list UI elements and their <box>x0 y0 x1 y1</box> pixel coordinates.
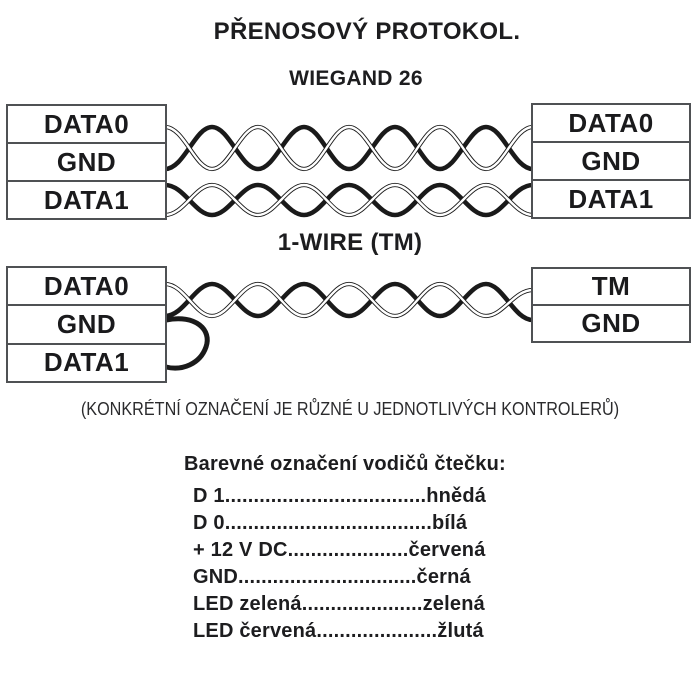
pin-label: GND <box>533 304 689 341</box>
one-wire-left-connector: DATA0 GND DATA1 <box>6 266 167 383</box>
legend-line-12v: + 12 V DC.....................červená <box>193 539 486 561</box>
pin-label: GND <box>8 304 165 342</box>
wire-ow-tm-core <box>163 282 535 318</box>
legend-line-led-green: LED zelená.....................zelená <box>193 593 485 615</box>
wiegand-left-connector: DATA0 GND DATA1 <box>6 104 167 220</box>
pin-label: DATA1 <box>533 179 689 217</box>
legend-line-d1: D 1...................................hn… <box>193 485 487 507</box>
wiegand-heading: WIEGAND 26 <box>289 67 423 90</box>
wire-data0-core <box>163 125 535 171</box>
labeling-note: (KONKRÉTNÍ OZNAČENÍ JE RŮZNÉ U JEDNOTLIV… <box>80 399 620 419</box>
wire-data1-core <box>163 183 535 217</box>
page-title: PŘENOSOVÝ PROTOKOL. <box>213 18 521 45</box>
wire-gnd-thick <box>162 124 536 172</box>
legend-line-gnd: GND...............................černá <box>193 566 471 588</box>
wire-color-legend: Barevné označení vodičů čtečku: D 1.....… <box>184 452 506 645</box>
pin-label: DATA1 <box>8 180 165 218</box>
wire-gnd-data1-jumper <box>163 316 210 371</box>
pin-label: GND <box>8 142 165 180</box>
legend-line-d0: D 0....................................b… <box>193 512 468 534</box>
wire-data0-outline <box>162 124 536 172</box>
legend-line-led-red: LED červená.....................žlutá <box>193 620 484 642</box>
wiegand-pair-data0-gnd <box>162 124 536 172</box>
legend-title: Barevné označení vodičů čtečku: <box>184 453 506 475</box>
pin-label: DATA0 <box>568 107 654 138</box>
wire-ow-gnd-thick <box>162 281 536 323</box>
wiegand-right-connector: DATA0 GND DATA1 <box>531 103 691 219</box>
pin-label: GND <box>533 141 689 179</box>
pin-label: DATA0 <box>43 270 130 301</box>
wiegand-pair-gnd-data1 <box>162 182 536 218</box>
pin-label: DATA0 <box>43 108 130 139</box>
one-wire-pair-tm-gnd <box>162 281 536 371</box>
wire-gnd2-thick <box>162 182 536 218</box>
pin-label: DATA1 <box>8 342 165 381</box>
pin-label: TM <box>591 271 631 301</box>
one-wire-right-connector: TM GND <box>531 267 691 343</box>
one-wire-heading: 1-WIRE (TM) <box>277 229 423 256</box>
